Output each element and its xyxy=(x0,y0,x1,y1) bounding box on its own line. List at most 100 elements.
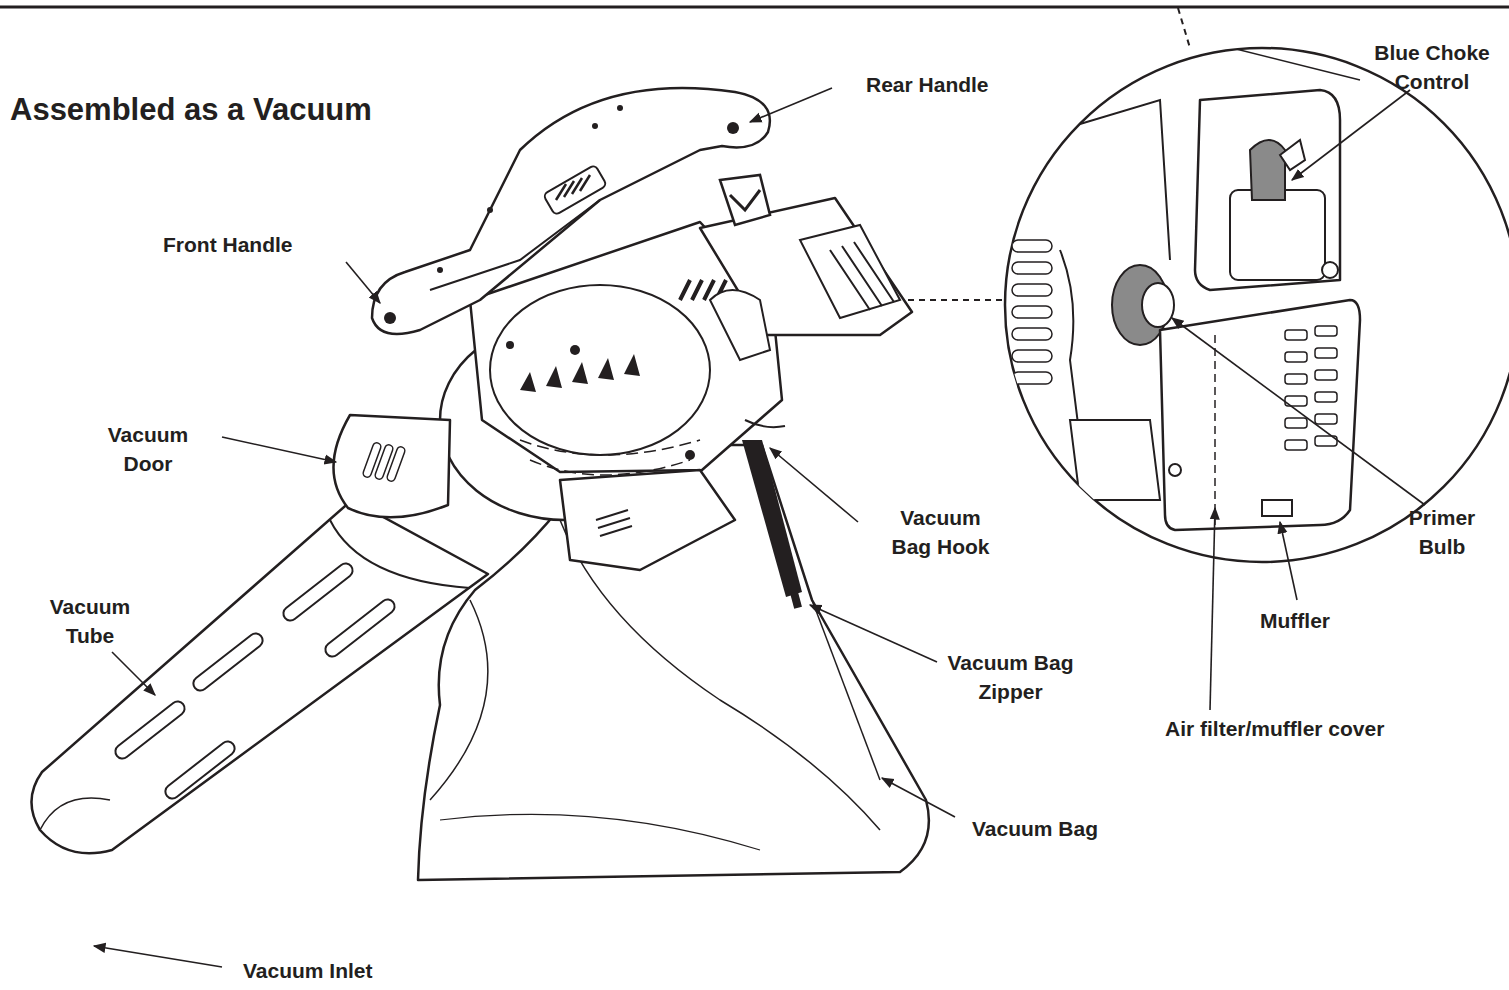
rivet xyxy=(437,267,443,273)
cooling-fin xyxy=(1012,240,1052,252)
fan-vent xyxy=(520,440,700,475)
screw xyxy=(685,450,695,460)
leader-line xyxy=(810,605,937,662)
leader-line xyxy=(770,448,858,522)
tube-slot xyxy=(113,699,188,762)
engine-cover xyxy=(800,225,900,318)
dashed-pointer xyxy=(908,299,1005,301)
tube-slot xyxy=(323,597,398,660)
muffler-grille xyxy=(1315,370,1337,380)
screw xyxy=(506,341,514,349)
primer-bulb-cap xyxy=(1142,283,1174,327)
engine-cap xyxy=(720,175,770,225)
vacuum-bag xyxy=(418,445,929,880)
leader-line xyxy=(1280,522,1297,600)
bag-fold xyxy=(440,814,760,850)
choke-lever xyxy=(1250,140,1285,200)
muffler-grille xyxy=(830,242,894,310)
cooling-fin xyxy=(1012,262,1052,274)
part-label: Vacuum Tube xyxy=(40,592,140,650)
cooling-fin xyxy=(1012,350,1052,362)
vacuum-tube xyxy=(31,500,488,853)
muffler-cover xyxy=(1160,300,1360,530)
part-label: Vacuum Door xyxy=(93,420,203,478)
cooling-fin xyxy=(1012,328,1052,340)
bag-fold xyxy=(812,600,880,780)
muffler-grille xyxy=(1315,326,1337,336)
part-label: Front Handle xyxy=(163,230,293,259)
part-label: Vacuum Inlet xyxy=(243,956,373,985)
top-rule xyxy=(0,6,1509,9)
muffler-grille xyxy=(1285,330,1307,340)
part-label: Vacuum Bag xyxy=(972,814,1098,843)
tube-slot xyxy=(281,561,356,624)
choke-panel xyxy=(1230,190,1325,280)
bag-fold xyxy=(430,600,488,800)
muffler-grille xyxy=(1285,352,1307,362)
part-label: Rear Handle xyxy=(866,70,989,99)
dashed-pointer xyxy=(1178,8,1190,48)
part-label: Air filter/muffler cover xyxy=(1165,714,1384,743)
detail-outline xyxy=(1060,100,1170,260)
muffler-grille xyxy=(1315,414,1337,424)
leader-line xyxy=(750,88,832,122)
grip-ridge xyxy=(556,175,590,200)
leader-line xyxy=(1210,508,1215,710)
leader-line xyxy=(882,778,955,817)
tube-slot xyxy=(191,631,266,694)
handle-knob xyxy=(384,312,396,324)
leader-line xyxy=(112,652,155,695)
part-label: Primer Bulb xyxy=(1397,503,1487,561)
muffler-grille xyxy=(1285,374,1307,384)
engine-cap-mark xyxy=(730,190,760,210)
rivet xyxy=(487,207,493,213)
muffler-grille xyxy=(1285,418,1307,428)
bag-strap xyxy=(742,440,802,597)
cooling-fin xyxy=(1012,306,1052,318)
bag-hook-shape xyxy=(745,420,785,427)
housing-vent xyxy=(520,354,640,392)
leader-line xyxy=(346,262,380,303)
handle-knob xyxy=(727,122,739,134)
vacuum-door xyxy=(333,415,450,517)
muffler-grille xyxy=(1315,392,1337,402)
detail-circle xyxy=(1005,48,1509,562)
leader-lines xyxy=(94,88,1425,967)
rivet xyxy=(617,105,623,111)
leader-line xyxy=(1172,318,1425,505)
rivet xyxy=(592,123,598,129)
tube-slot xyxy=(163,739,238,802)
leader-line xyxy=(222,437,336,462)
diagram-title: Assembled as a Vacuum xyxy=(10,92,372,128)
part-label: Muffler xyxy=(1260,606,1330,635)
screw xyxy=(570,345,580,355)
muffler-grille xyxy=(1315,348,1337,358)
screw xyxy=(1169,464,1181,476)
muffler-grille xyxy=(1285,440,1307,450)
door-grille xyxy=(386,446,406,483)
collar-latch xyxy=(596,510,632,536)
leader-line xyxy=(1292,90,1410,180)
leader-line xyxy=(94,946,222,967)
detail-art xyxy=(1010,40,1360,530)
tube-collar xyxy=(330,520,470,588)
choke-tab xyxy=(1280,140,1305,170)
choke-housing xyxy=(1195,90,1340,290)
handle-frame xyxy=(372,88,770,334)
zipper-pull xyxy=(790,591,802,609)
cover-seam xyxy=(1214,335,1216,525)
screw xyxy=(1322,262,1338,278)
throttle-trigger xyxy=(710,290,770,360)
cooling-fin xyxy=(1012,284,1052,296)
cooling-fin xyxy=(1012,372,1052,384)
bag-collar xyxy=(560,470,735,570)
grip-pad xyxy=(543,165,607,216)
handle-edge xyxy=(430,200,600,290)
muffler-outlet xyxy=(1262,500,1292,516)
part-label: Vacuum Bag Zipper xyxy=(938,648,1083,706)
part-label: Blue Choke Control xyxy=(1366,38,1498,96)
housing-cover xyxy=(490,285,710,455)
tube-rim xyxy=(40,798,110,830)
